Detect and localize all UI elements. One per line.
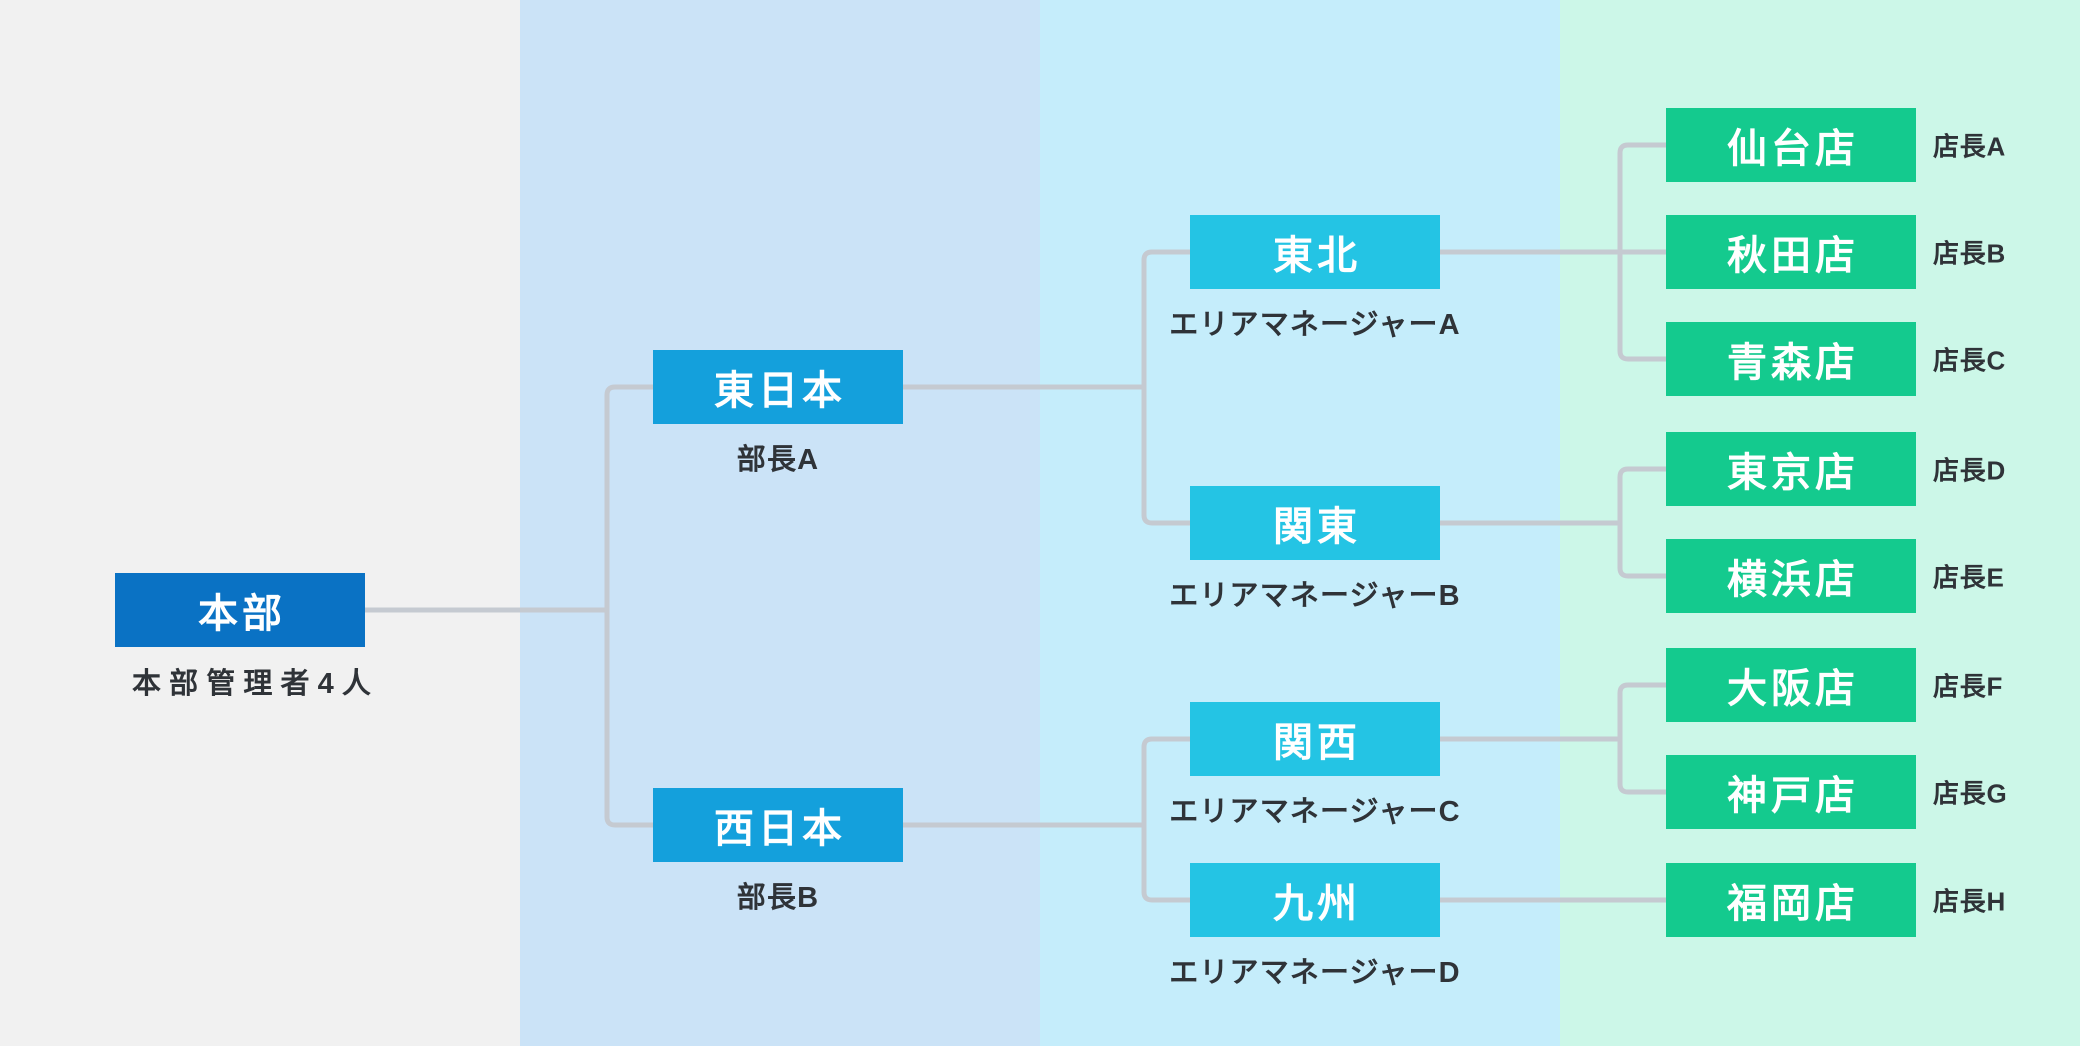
org-caption-yokohama: 店長E (1933, 562, 2005, 593)
org-caption-tohoku: エリアマネージャーA (1169, 309, 1461, 341)
org-node-fukuoka: 福岡店 店長H (1666, 863, 2005, 937)
org-caption-kyushu: エリアマネージャーD (1169, 957, 1461, 989)
org-node-west-japan: 西日本 部長B (653, 788, 903, 914)
connector-west-japan-to-areas (1141, 736, 1190, 903)
org-caption-kansai: エリアマネージャーC (1169, 796, 1461, 828)
org-box-osaka: 大阪店 (1666, 648, 1916, 722)
connector-hq-to-divisions (604, 384, 653, 828)
org-box-fukuoka: 福岡店 (1666, 863, 1916, 937)
org-caption-sendai: 店長A (1933, 131, 2007, 162)
org-node-tokyo: 東京店 店長D (1666, 432, 2005, 506)
org-caption-tokyo: 店長D (1933, 455, 2007, 486)
org-caption-kobe: 店長G (1933, 778, 2008, 809)
org-box-west-japan: 西日本 (653, 788, 903, 862)
org-box-hq: 本部 (115, 573, 365, 647)
column-bg-headquarters (0, 0, 520, 1046)
org-caption-hq: 本部管理者4人 (132, 668, 379, 700)
org-box-tohoku: 東北 (1190, 215, 1440, 289)
org-caption-west-japan: 部長B (736, 882, 820, 914)
org-box-aomori: 青森店 (1666, 322, 1916, 396)
org-node-tohoku: 東北 エリアマネージャーA (1169, 215, 1460, 341)
org-caption-akita: 店長B (1933, 238, 2007, 269)
connector-kansai-to-stores (1617, 682, 1666, 795)
org-box-akita: 秋田店 (1666, 215, 1916, 289)
org-node-aomori: 青森店 店長C (1666, 322, 2005, 396)
org-node-akita: 秋田店 店長B (1666, 215, 2005, 289)
org-box-kanto: 関東 (1190, 486, 1440, 560)
org-box-kansai: 関西 (1190, 702, 1440, 776)
org-caption-osaka: 店長F (1933, 671, 2004, 702)
org-node-hq: 本部 本部管理者4人 (115, 573, 371, 700)
org-box-kobe: 神戸店 (1666, 755, 1916, 829)
org-caption-east-japan: 部長A (736, 444, 820, 476)
org-caption-fukuoka: 店長H (1933, 886, 2007, 917)
org-node-kyushu: 九州 エリアマネージャーD (1169, 863, 1460, 989)
connector-kanto-to-stores (1617, 466, 1666, 579)
org-box-kyushu: 九州 (1190, 863, 1440, 937)
org-box-east-japan: 東日本 (653, 350, 903, 424)
org-node-yokohama: 横浜店 店長E (1666, 539, 2004, 613)
org-node-east-japan: 東日本 部長A (653, 350, 903, 476)
org-node-kobe: 神戸店 店長G (1666, 755, 2007, 829)
org-node-sendai: 仙台店 店長A (1666, 108, 2005, 182)
org-box-tokyo: 東京店 (1666, 432, 1916, 506)
org-node-osaka: 大阪店 店長F (1666, 648, 2002, 722)
org-caption-aomori: 店長C (1933, 345, 2007, 376)
org-caption-kanto: エリアマネージャーB (1169, 580, 1461, 612)
org-node-kanto: 関東 エリアマネージャーB (1169, 486, 1460, 612)
connector-tohoku-to-stores (1617, 142, 1666, 362)
org-box-yokohama: 横浜店 (1666, 539, 1916, 613)
org-box-sendai: 仙台店 (1666, 108, 1916, 182)
connector-east-japan-to-areas (1141, 249, 1190, 526)
org-node-kansai: 関西 エリアマネージャーC (1169, 702, 1460, 828)
